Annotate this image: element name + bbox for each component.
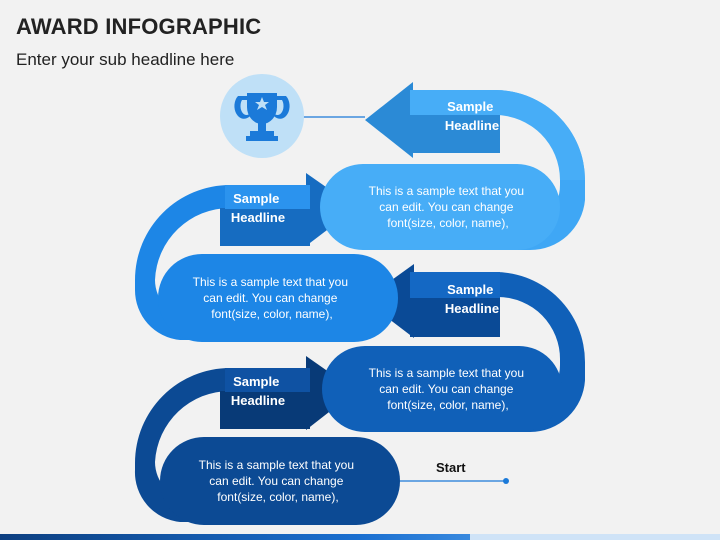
page-title: AWARD INFOGRAPHIC: [16, 14, 262, 39]
arrow-shadow-3: [220, 208, 310, 246]
curve-left-upper: [134, 185, 310, 340]
headline-1: Sample Headline: [231, 374, 285, 408]
arrow-shadow-4: [410, 115, 500, 153]
arrow-body-4: [410, 90, 585, 180]
curve-left-lower: [134, 368, 310, 522]
arrow-top-2: [410, 272, 500, 298]
page-subtitle: Enter your sub headline here: [16, 50, 235, 69]
arrow-top-1: [225, 368, 310, 392]
body-text-3: This is a sample text that you can edit.…: [193, 275, 352, 321]
headline-4: Sample Headline: [445, 99, 499, 133]
bottom-accent-bar: [0, 534, 720, 540]
arrow-shadow-1: [220, 391, 310, 429]
headline-2: Sample Headline: [445, 282, 499, 316]
pill-step-2: [322, 346, 562, 432]
start-label: Start: [436, 460, 466, 475]
headline-3: Sample Headline: [231, 191, 285, 225]
arrow-head-4: [365, 82, 413, 158]
pill-step-4: [320, 164, 560, 250]
arrow-shadow-2: [410, 297, 500, 337]
start-dot: [503, 478, 509, 484]
body-text-4: This is a sample text that you can edit.…: [369, 184, 528, 230]
arrow-top-3: [225, 185, 310, 209]
pill-step-1: [160, 437, 400, 525]
body-text-2: This is a sample text that you can edit.…: [369, 366, 528, 412]
pill-step-3: [158, 254, 398, 342]
trophy-icon: [234, 93, 290, 141]
body-text-1: This is a sample text that you can edit.…: [199, 458, 358, 504]
curve-right-middle: [410, 272, 585, 433]
